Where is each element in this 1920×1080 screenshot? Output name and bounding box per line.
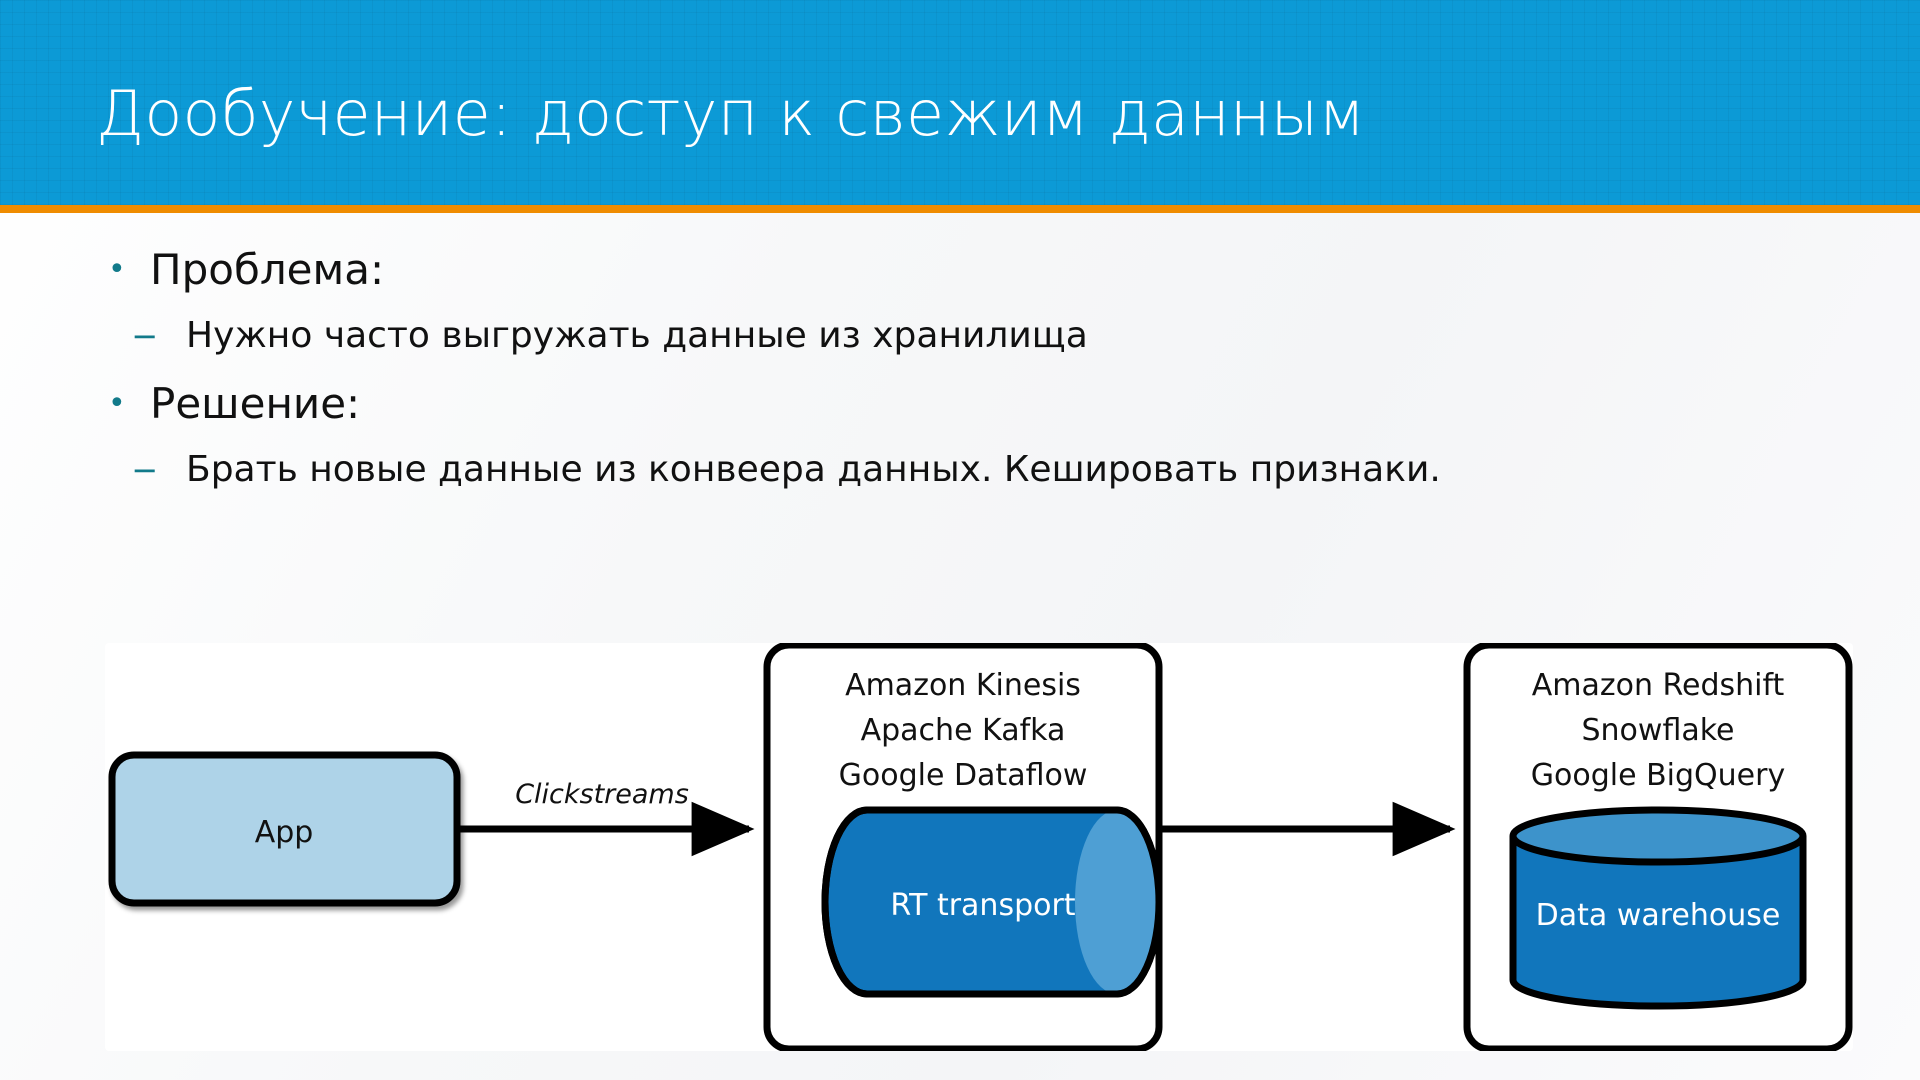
diagram-node-rt-transport[interactable]: Amazon Kinesis Apache Kafka Google Dataf… [763,643,1163,1051]
bullet-marker-icon: • [108,386,126,421]
transport-title-line-3: Google Dataflow [839,758,1088,793]
edge-app-to-transport: Clickstreams [457,779,755,857]
bullet-list: • Проблема: − Нужно часто выгружать данн… [96,228,1856,496]
list-item: • Проблема: [96,240,1856,300]
bullet-text: Решение: [150,379,361,428]
warehouse-title-line-3: Google BigQuery [1531,758,1785,793]
edge-label-clickstreams: Clickstreams [515,779,689,810]
bullet-dash-icon: − [131,317,158,355]
bullet-dash-icon: − [131,451,158,489]
list-item: − Нужно часто выгружать данные из хранил… [96,310,1856,362]
bullet-text: Брать новые данные из конвеера данных. К… [186,449,1441,490]
rt-transport-cylinder-icon [821,806,1163,998]
data-warehouse-label: Data warehouse [1536,898,1781,933]
warehouse-title-line-1: Amazon Redshift [1532,668,1785,703]
warehouse-title-line-2: Snowflake [1582,713,1735,748]
rt-transport-label: RT transport [890,888,1075,923]
transport-title-line-1: Amazon Kinesis [845,668,1081,703]
slide-header-band [0,0,1920,205]
app-node-label: App [255,815,314,850]
list-item: • Решение: [96,374,1856,434]
diagram-node-app[interactable]: App [108,751,461,907]
diagram-node-data-warehouse[interactable]: Amazon Redshift Snowflake Google BigQuer… [1463,643,1853,1051]
architecture-diagram: App Clickstreams Amazon Kinesis Apache K… [105,643,1853,1051]
transport-title-line-2: Apache Kafka [861,713,1066,748]
data-warehouse-cylinder-icon [1509,806,1807,1010]
bullet-text: Нужно часто выгружать данные из хранилищ… [186,315,1088,356]
header-accent-rule [0,205,1920,213]
page-title: Дообучение: доступ к свежим данным [96,77,1366,150]
bullet-marker-icon: • [108,252,126,287]
list-item: − Брать новые данные из конвеера данных.… [96,444,1856,496]
bullet-text: Проблема: [150,245,385,294]
